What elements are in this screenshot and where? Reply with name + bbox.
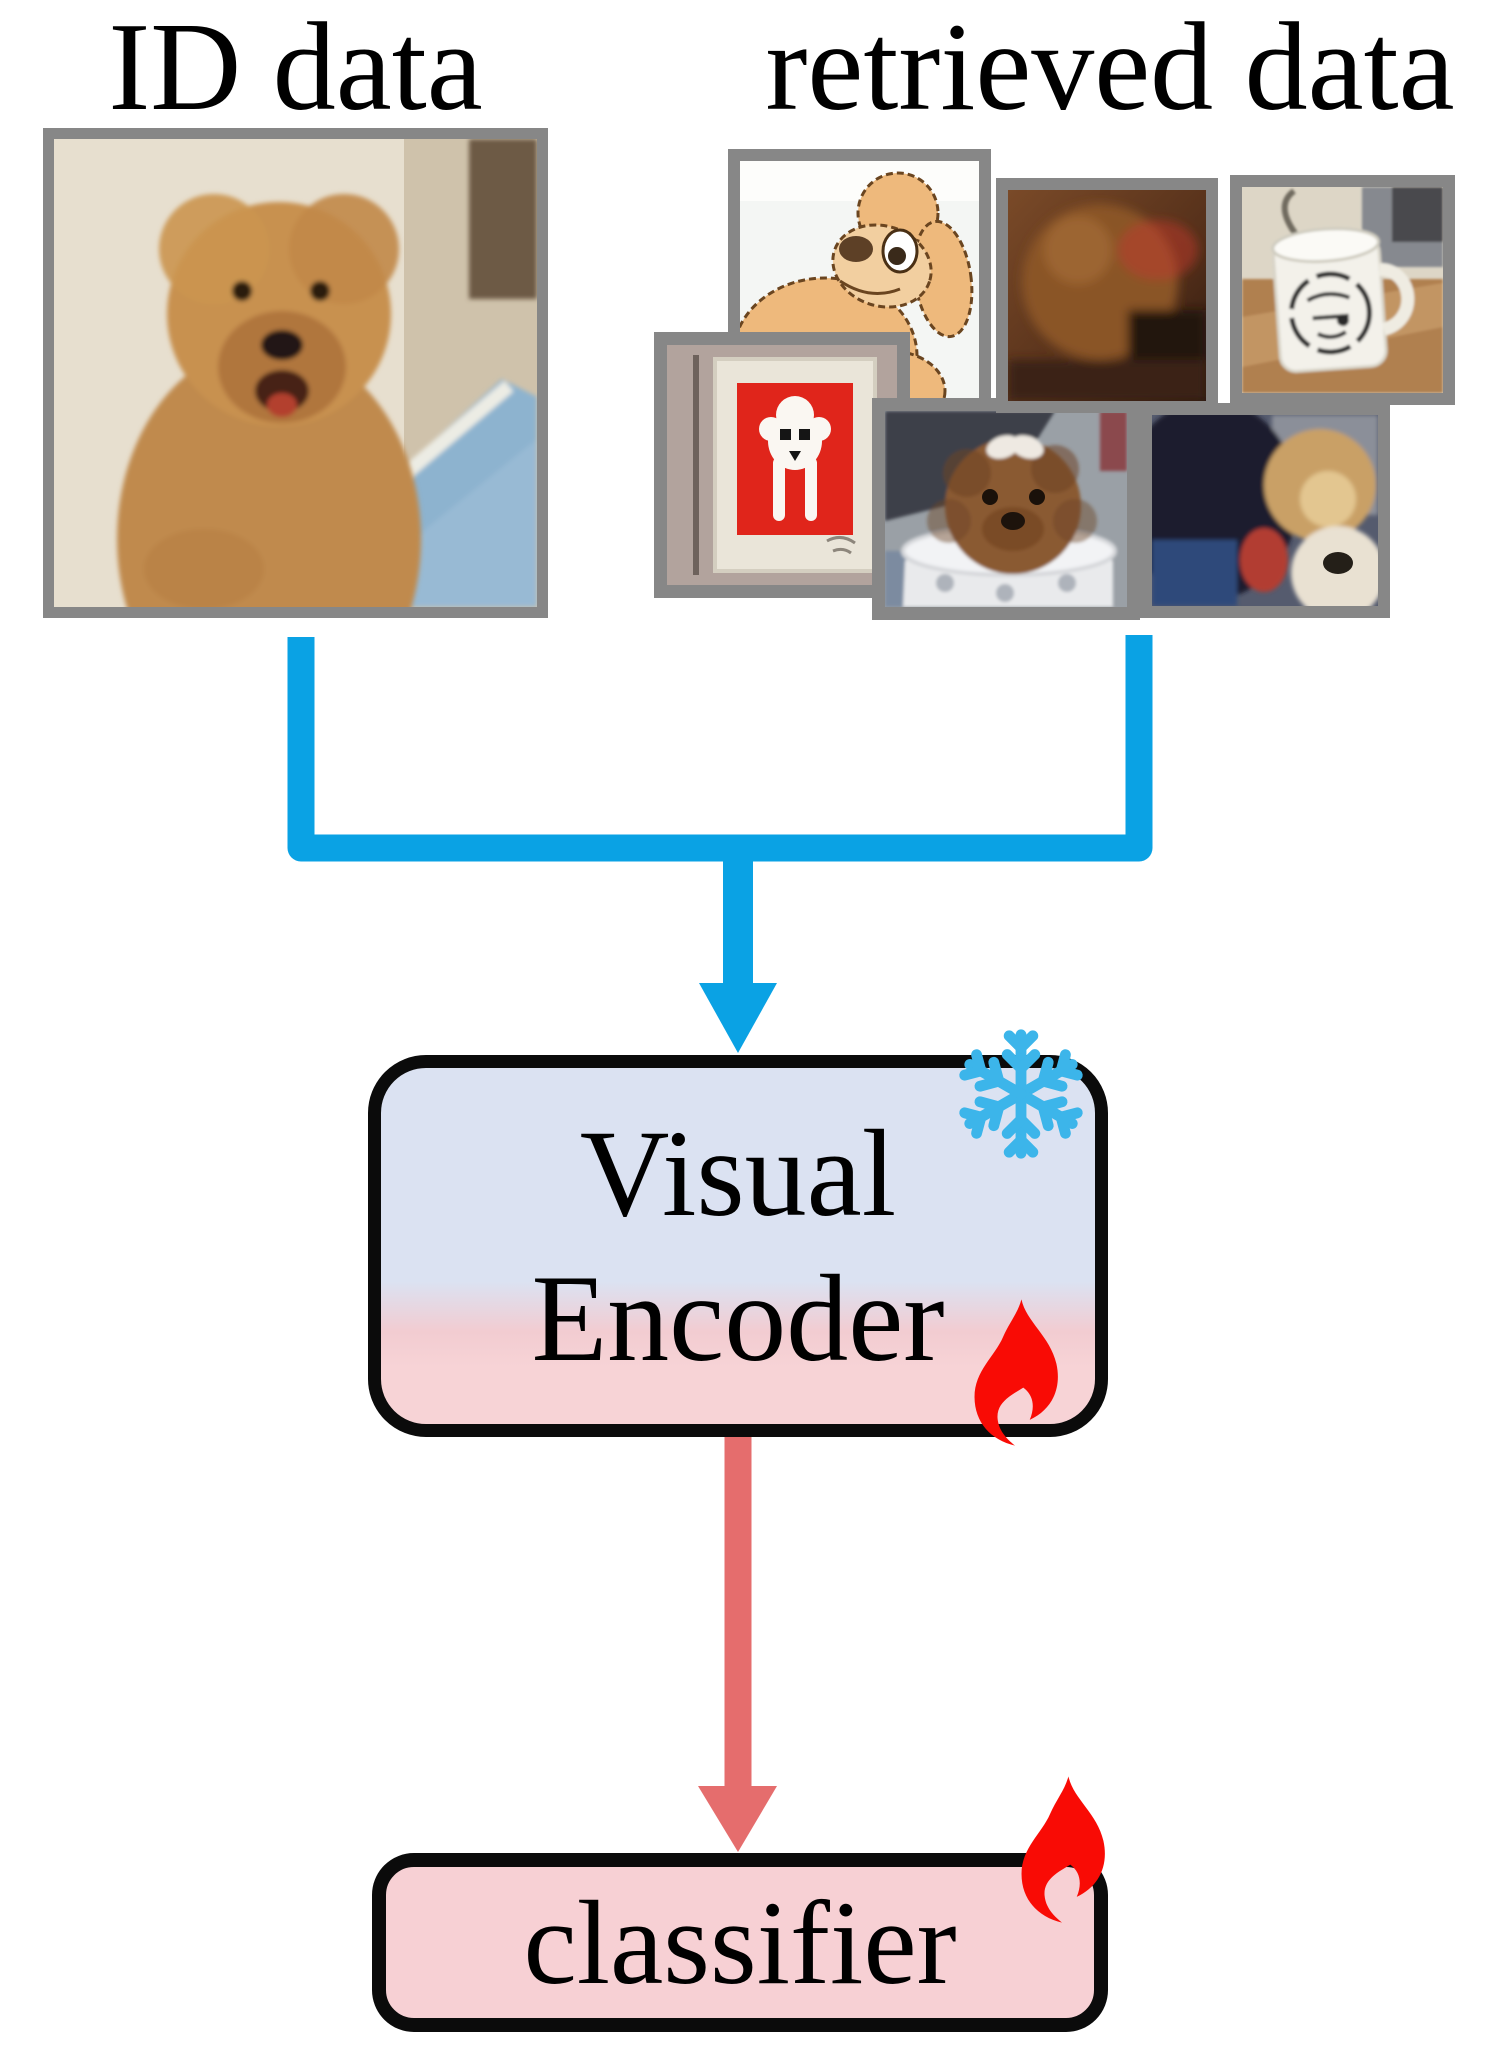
poodle-photo-art xyxy=(54,139,537,607)
visual-encoder-label-line1: Visual xyxy=(579,1104,897,1242)
retrieved-image-framed-poodle xyxy=(654,332,910,598)
retrieved-image-puppy-in-cup xyxy=(872,398,1140,620)
id-data-image xyxy=(43,128,548,618)
poodle-closeup-art xyxy=(1008,190,1206,401)
red-arrow xyxy=(698,1437,777,1852)
retrieved-image-plush-poodles xyxy=(1140,403,1390,618)
plush-poodles-art xyxy=(1152,415,1378,606)
retrieved-image-poodle-mug xyxy=(1230,175,1455,405)
classifier-label: classifier xyxy=(523,1875,957,2009)
puppy-in-cup-art xyxy=(885,411,1127,607)
retrieved-data-title: retrieved data xyxy=(765,0,1455,137)
visual-encoder-label-line2: Encoder xyxy=(531,1250,945,1387)
poodle-mug-art xyxy=(1242,187,1443,393)
retrieved-image-poodle-closeup xyxy=(996,178,1218,413)
blue-merge-arrow xyxy=(287,635,1153,1053)
visual-encoder-box: Visual Encoder xyxy=(368,1055,1108,1437)
id-data-title: ID data xyxy=(108,0,483,137)
classifier-box: classifier xyxy=(372,1853,1108,2032)
framed-poodle-art xyxy=(667,345,897,585)
